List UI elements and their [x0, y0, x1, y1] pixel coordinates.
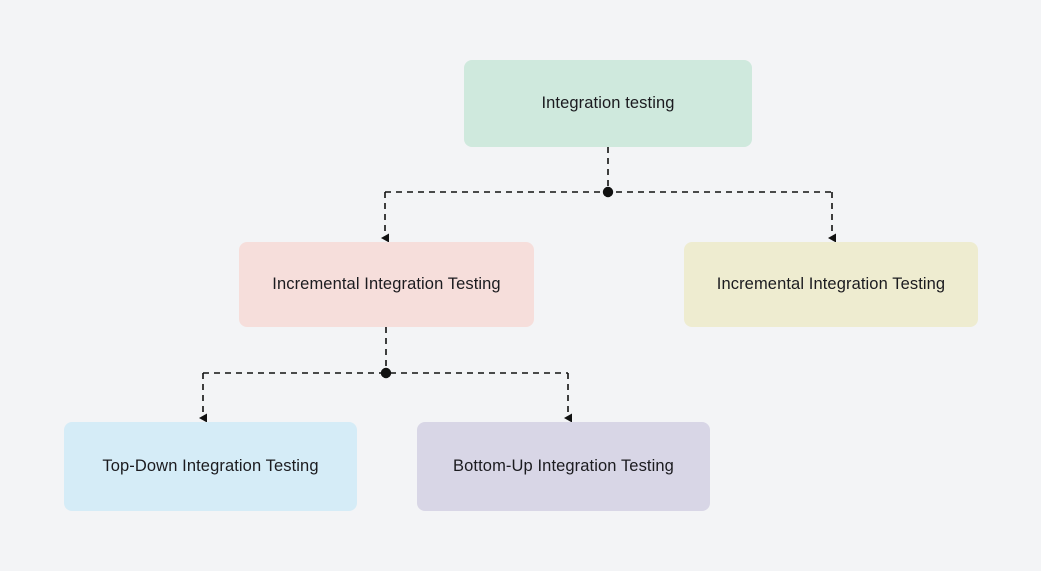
edge-root-to-incremental-group — [381, 147, 836, 243]
node-label: Incremental Integration Testing — [272, 275, 501, 294]
junction-dot-incremental — [380, 367, 392, 379]
edge-incremental-to-children-group — [199, 327, 572, 423]
node-label: Bottom-Up Integration Testing — [453, 457, 674, 476]
node-incremental-integration-testing-right[interactable]: Incremental Integration Testing — [684, 242, 978, 327]
node-top-down-integration-testing[interactable]: Top-Down Integration Testing — [64, 422, 357, 511]
node-label: Top-Down Integration Testing — [102, 457, 319, 476]
node-label: Incremental Integration Testing — [716, 275, 946, 294]
node-incremental-integration-testing-left[interactable]: Incremental Integration Testing — [239, 242, 534, 327]
node-integration-testing[interactable]: Integration testing — [464, 60, 752, 147]
node-label: Integration testing — [541, 94, 675, 113]
node-bottom-up-integration-testing[interactable]: Bottom-Up Integration Testing — [417, 422, 710, 511]
junction-dot-root — [602, 186, 614, 198]
